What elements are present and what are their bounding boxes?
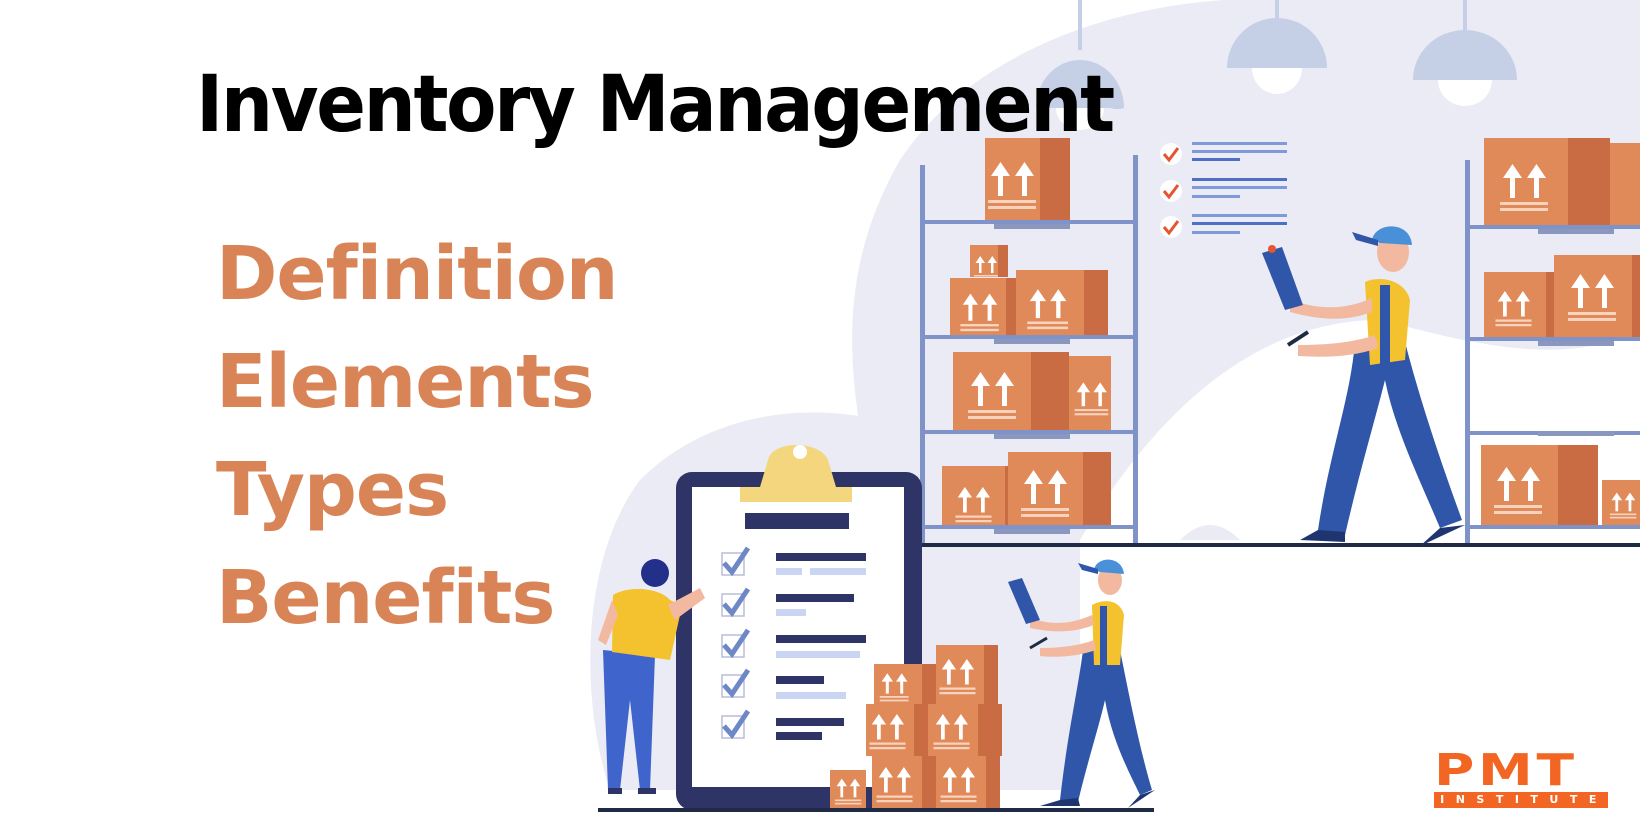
topic-types: Types (216, 447, 449, 533)
cardboard-box-icon (1481, 138, 1640, 525)
cardboard-box-icon (985, 138, 1070, 220)
pendant-lamp-icon (1036, 0, 1124, 130)
topic-list: Definition Elements Types Benefits (216, 220, 618, 652)
clipboard-icon (676, 445, 922, 810)
floor-line (598, 808, 1154, 812)
checklist-icon (1160, 142, 1287, 238)
topic-definition: Definition (216, 231, 618, 317)
page-title: Inventory Management (196, 60, 1115, 150)
cardboard-box-icon (950, 245, 1108, 335)
pendant-lamp-icon (1227, 0, 1327, 94)
storage-shelf-icon (920, 155, 1138, 545)
pmt-institute-logo: PMT INSTITUTE (1434, 749, 1614, 808)
person-icon (598, 559, 705, 794)
worker-icon (1262, 226, 1465, 546)
topic-elements: Elements (216, 339, 595, 425)
cardboard-box-icon (830, 645, 1002, 810)
logo-mark: PMT (1434, 745, 1578, 796)
checklist-items (721, 546, 866, 740)
storage-shelf-icon (1465, 160, 1640, 545)
topic-benefits: Benefits (216, 555, 555, 641)
worker-icon (1008, 559, 1155, 808)
logo-subtitle: INSTITUTE (1434, 792, 1608, 808)
floor-line (880, 543, 1640, 547)
cardboard-box-icon (942, 452, 1111, 525)
pendant-lamp-icon (1413, 0, 1517, 106)
cardboard-box-icon (953, 352, 1111, 430)
